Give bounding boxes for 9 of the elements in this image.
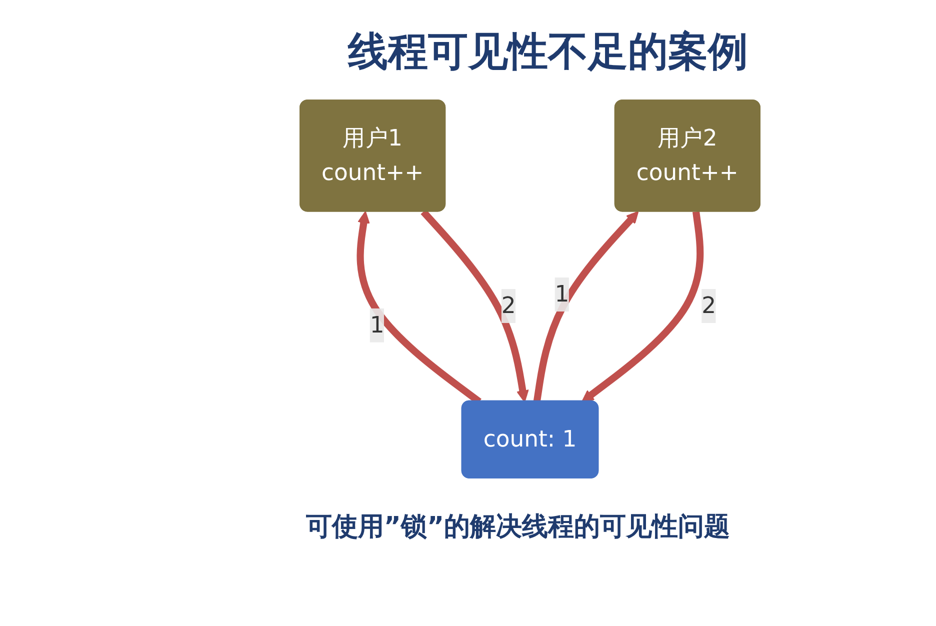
arrow <box>420 209 529 402</box>
arrow <box>533 211 639 402</box>
edge-label: 2 <box>702 292 716 319</box>
edge-label: 1 <box>370 311 384 338</box>
edge-label: 1 <box>554 280 570 308</box>
edge-label: 2 <box>501 292 516 319</box>
arrow <box>582 211 704 402</box>
caption: 可使用”锁”的解决线程的可见性问题 <box>304 511 732 544</box>
title: 线程可见性不足的案例 <box>346 28 749 77</box>
